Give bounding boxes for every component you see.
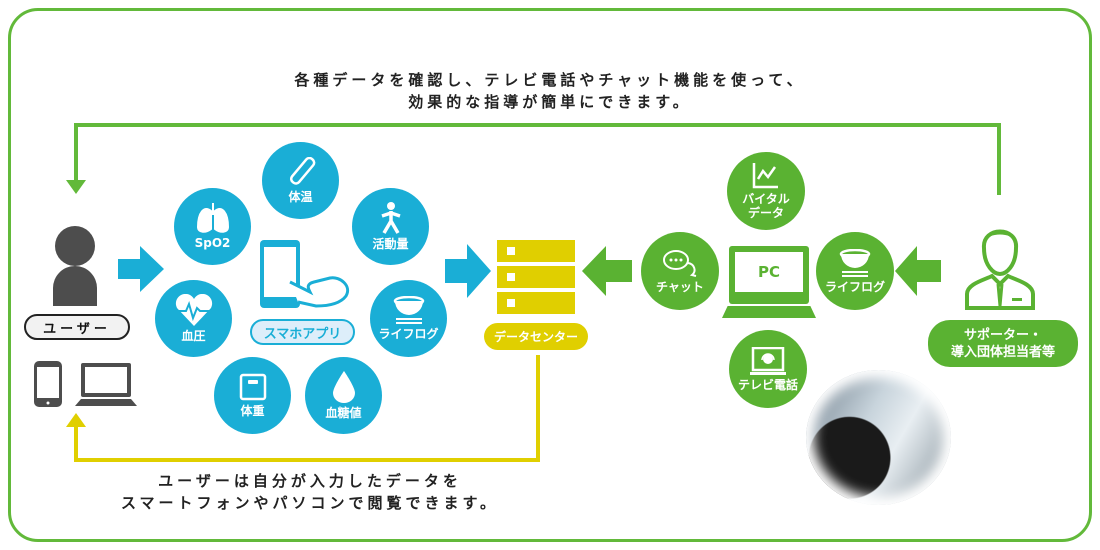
- supporter-line1: サポーター・: [963, 327, 1042, 343]
- label-weight: 体重: [240, 404, 265, 418]
- label-chat: チャット: [656, 279, 704, 294]
- smartphone-touch-icon: [260, 240, 349, 308]
- item-temperature: 体温: [262, 142, 339, 219]
- label-vital: バイタル: [742, 191, 790, 206]
- datacenter-label: データセンター: [484, 323, 588, 350]
- item-weight: 体重: [214, 357, 291, 434]
- server-icon: [497, 240, 575, 314]
- data-line-bottom: [74, 458, 540, 462]
- supporter-label: サポーター・ 導入団体担当者等: [928, 320, 1078, 367]
- pc-label: PC: [735, 252, 803, 292]
- diagram-frame: [8, 8, 1092, 542]
- supporter-icon: [965, 229, 1035, 310]
- bowl-icon: [839, 248, 871, 277]
- label-activity: 活動量: [372, 237, 409, 251]
- video-call-headset-icon: [750, 346, 786, 375]
- arrow-left-icon: [895, 246, 941, 296]
- label-blood-sugar: 血糖値: [325, 406, 362, 420]
- thermometer-icon: [289, 157, 315, 185]
- user-label: ユーザー: [24, 314, 130, 340]
- top-caption-line2: 効果的な指導が簡単にできます。: [408, 93, 692, 111]
- top-caption-line1: 各種データを確認し、テレビ電話やチャット機能を使って、: [294, 71, 806, 89]
- feedback-line-top: [74, 123, 1001, 127]
- pc-laptop: PC: [722, 246, 816, 318]
- item-activity: 活動量: [352, 188, 429, 265]
- item-lifelog: ライフログ: [370, 280, 447, 357]
- label-temperature: 体温: [288, 190, 313, 204]
- top-caption: 各種データを確認し、テレビ電話やチャット機能を使って、 効果的な指導が簡単にでき…: [0, 69, 1100, 113]
- label-spo2: SpO2: [194, 236, 231, 250]
- arrow-right-icon: [118, 246, 164, 292]
- arrow-left-icon: [582, 246, 632, 296]
- item-spo2: SpO2: [174, 188, 251, 265]
- bottom-caption-line2: スマートフォンやパソコンで閲覧できます。: [120, 494, 500, 512]
- item-chat: チャット: [641, 232, 719, 310]
- drop-icon: [332, 371, 355, 403]
- item-pc-lifelog: ライフログ: [816, 232, 894, 310]
- heart-pulse-icon: [175, 294, 212, 326]
- supporter-photo: [806, 370, 951, 505]
- item-blood-pressure: 血圧: [155, 280, 232, 357]
- label-lifelog: ライフログ: [378, 327, 439, 341]
- supporter-line2: 導入団体担当者等: [950, 344, 1055, 360]
- feedback-line-left: [74, 123, 78, 183]
- label-blood-pressure: 血圧: [181, 329, 206, 343]
- app-label: スマホアプリ: [250, 319, 355, 345]
- label-vital-data: データ: [747, 205, 784, 220]
- item-video-call: テレビ電話: [729, 330, 807, 408]
- user-icon: [53, 226, 97, 306]
- laptop-icon: [75, 363, 137, 406]
- item-blood-sugar: 血糖値: [305, 357, 382, 434]
- feedback-line-right: [997, 123, 1001, 195]
- bottom-caption-line1: ユーザーは自分が入力したデータを: [158, 472, 462, 490]
- smartphone-icon: [34, 361, 62, 407]
- lungs-icon: [196, 203, 229, 233]
- line-chart-icon: [752, 162, 778, 188]
- item-vital-data: バイタル データ: [727, 152, 805, 230]
- arrow-up-icon: [66, 413, 86, 427]
- walking-person-icon: [380, 202, 401, 234]
- bowl-icon: [393, 296, 424, 324]
- arrow-right-icon: [445, 244, 491, 298]
- label-video-call: テレビ電話: [737, 377, 798, 392]
- chat-bubbles-icon: [663, 249, 697, 277]
- arrow-down-icon: [66, 180, 86, 194]
- label-pc-lifelog: ライフログ: [824, 279, 885, 294]
- bottom-caption: ユーザーは自分が入力したデータを スマートフォンやパソコンで閲覧できます。: [90, 470, 530, 514]
- data-line-down: [536, 355, 540, 462]
- scale-icon: [239, 373, 266, 401]
- data-line-up: [74, 425, 78, 462]
